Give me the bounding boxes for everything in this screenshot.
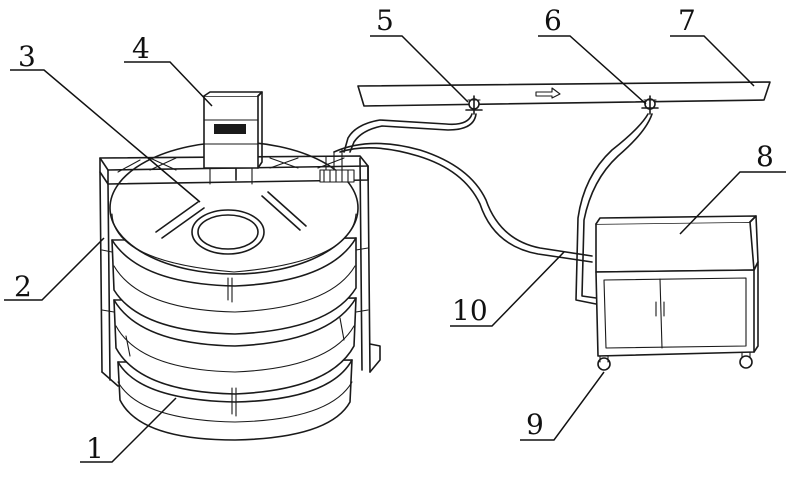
wheels — [597, 351, 753, 371]
label-inlet-ring: 3 — [18, 40, 36, 73]
label-hose: 10 — [452, 294, 488, 327]
control-box — [203, 91, 263, 185]
label-cabinet: 8 — [756, 140, 774, 173]
cabinet — [595, 215, 759, 357]
tank — [109, 141, 359, 441]
frame — [99, 155, 381, 387]
label-valve-6: 6 — [544, 4, 562, 37]
inlet-ring — [191, 209, 265, 255]
label-wheels: 9 — [526, 408, 544, 441]
label-pipe: 7 — [678, 4, 696, 37]
leader-lines — [4, 35, 786, 463]
pipe — [357, 81, 771, 107]
manifold-fittings — [319, 149, 355, 183]
label-frame: 2 — [14, 270, 32, 303]
hoses — [333, 113, 653, 305]
label-tank: 1 — [86, 432, 104, 465]
label-valve-5: 5 — [376, 4, 394, 37]
label-control-box: 4 — [132, 32, 150, 65]
valve-5 — [465, 95, 483, 115]
